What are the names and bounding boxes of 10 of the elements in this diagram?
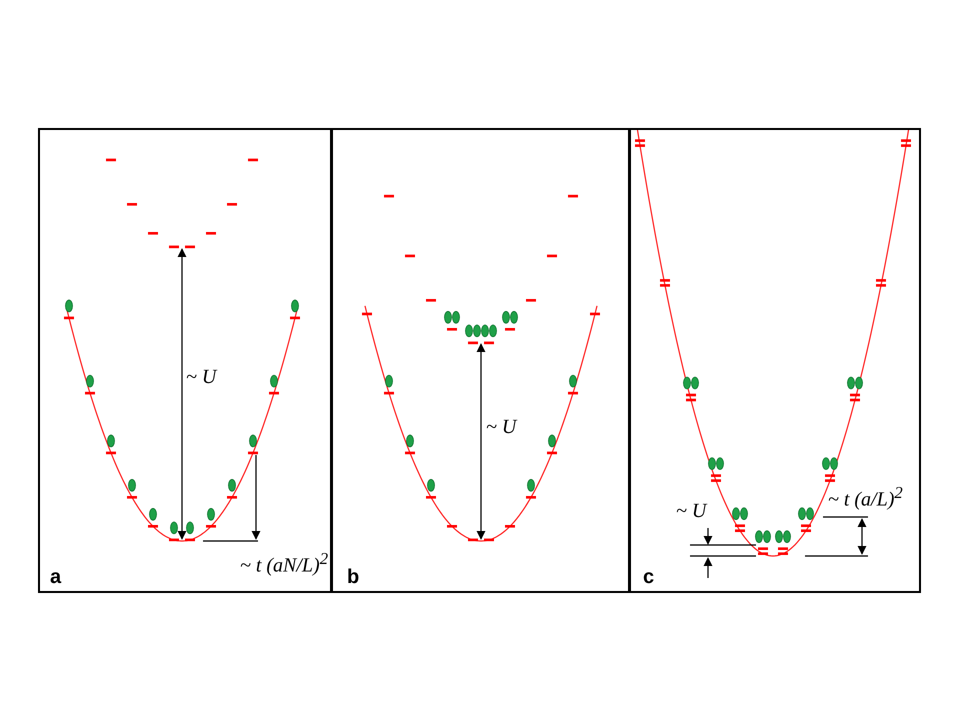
energy-label: ~ U: [676, 500, 706, 522]
panel-frame: [38, 128, 332, 593]
energy-label: ~ U: [486, 416, 516, 438]
energy-label: ~ U: [186, 366, 216, 388]
energy-label: ~ t (a/L)$^{2}$: [828, 482, 903, 511]
energy-label: ~ t (aN/L)$^{2}$: [240, 548, 328, 577]
panel-frame: [331, 128, 630, 593]
panel-letter: b: [347, 567, 360, 587]
panel-letter: a: [50, 567, 62, 587]
panel-letter: c: [643, 567, 654, 587]
